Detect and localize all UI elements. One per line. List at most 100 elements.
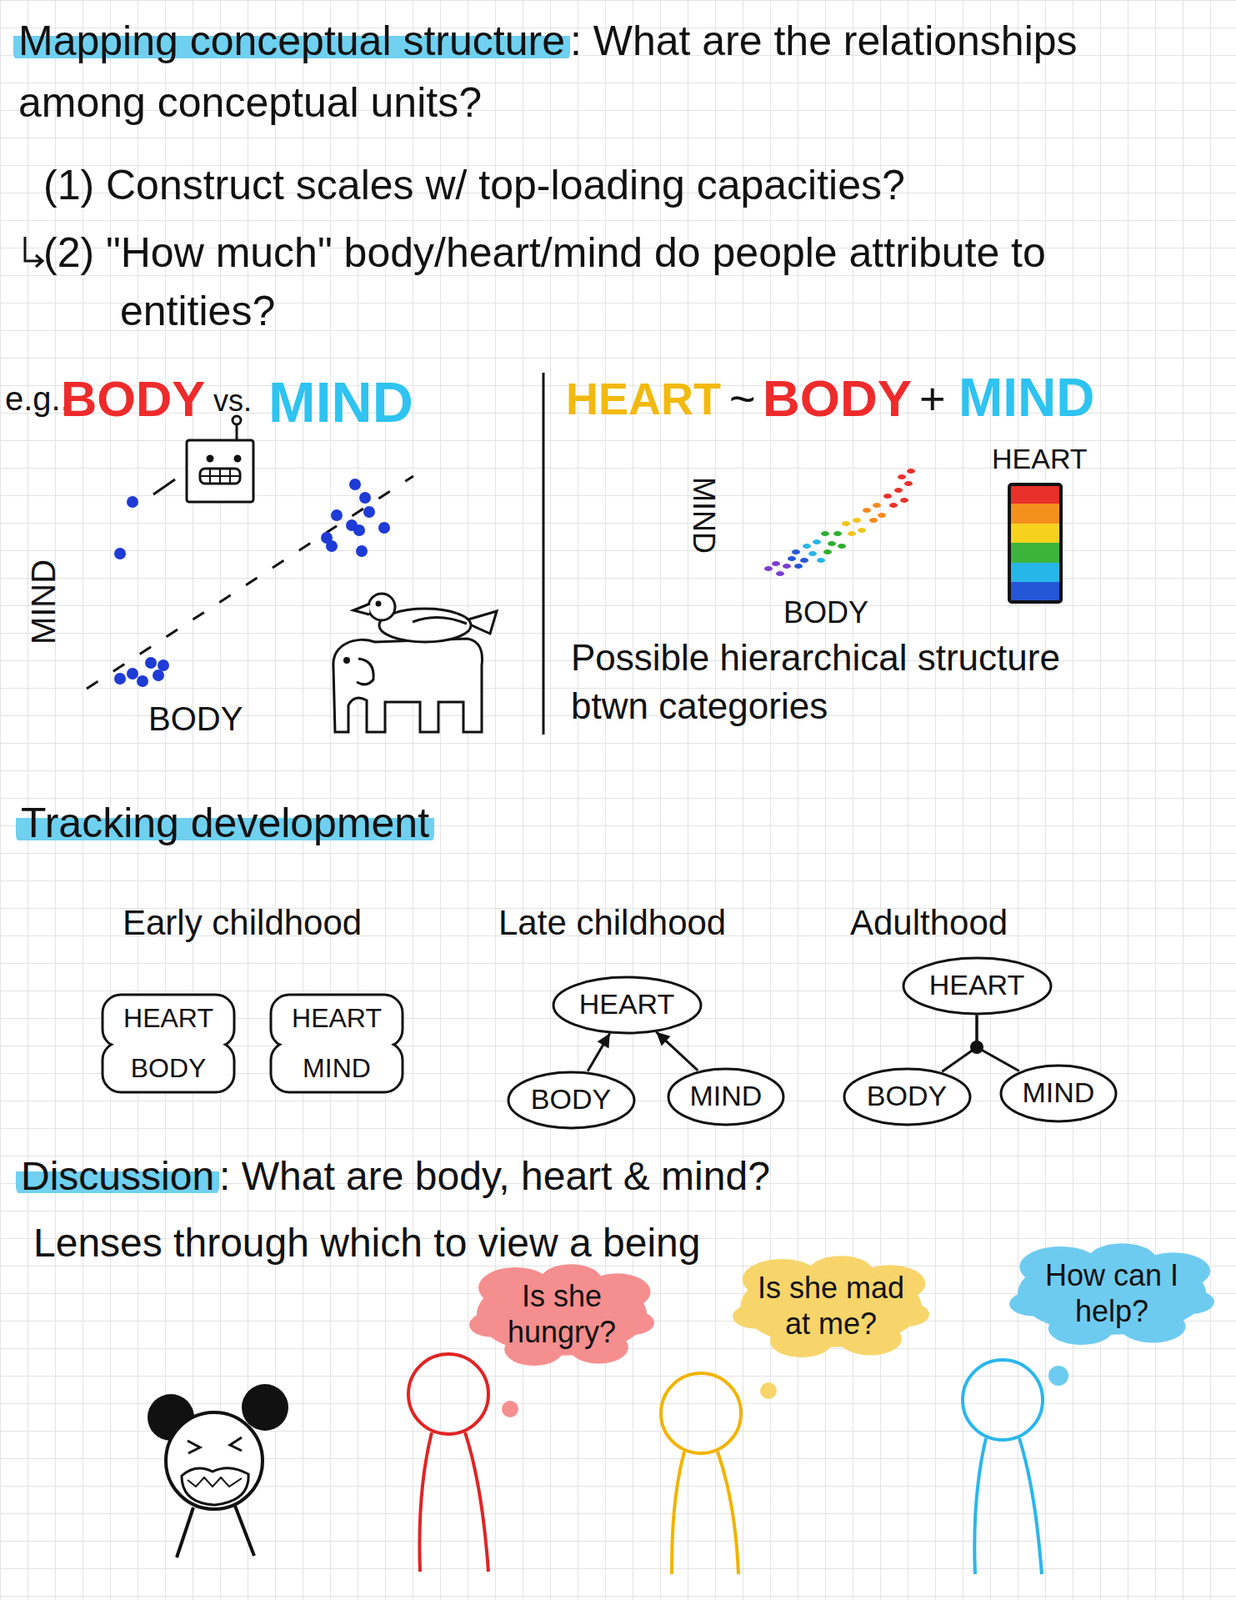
concept-bubble: HEART bbox=[901, 955, 1053, 1016]
cloud-puff bbox=[610, 1310, 655, 1336]
dot bbox=[363, 505, 376, 518]
node-text: MIND bbox=[1022, 1075, 1096, 1109]
label-text: (1) Construct scales w/ top-loading capa… bbox=[43, 161, 906, 209]
figure-head bbox=[408, 1353, 489, 1434]
dot bbox=[869, 517, 878, 523]
label-text: Late childhood bbox=[498, 902, 726, 942]
dot bbox=[353, 524, 366, 536]
dot bbox=[827, 540, 836, 546]
figure-head bbox=[962, 1359, 1043, 1440]
dots-green bbox=[820, 530, 846, 555]
connector-line bbox=[976, 1015, 1020, 1071]
dot bbox=[330, 509, 343, 521]
node-text: HEART bbox=[579, 987, 676, 1021]
divider-line bbox=[542, 372, 546, 735]
label-text: BODY bbox=[148, 700, 243, 737]
dot bbox=[325, 540, 338, 552]
dot bbox=[126, 495, 139, 508]
dot bbox=[126, 667, 139, 680]
dot bbox=[816, 557, 826, 563]
dot bbox=[782, 563, 791, 569]
node-text: BODY bbox=[866, 1079, 947, 1112]
concept-bubble: BODY bbox=[842, 1066, 972, 1126]
figure-body bbox=[419, 1431, 489, 1572]
elephant-body bbox=[333, 638, 483, 732]
label-text: HEART bbox=[991, 442, 1088, 475]
dot bbox=[906, 468, 916, 474]
dot bbox=[883, 493, 892, 499]
text-block: Lenses through which to view a being bbox=[33, 1216, 701, 1269]
child-mouth bbox=[181, 1467, 249, 1505]
child-eyes bbox=[187, 1436, 242, 1453]
dot bbox=[841, 520, 851, 526]
highlighted-heading: Discussion bbox=[15, 1153, 220, 1198]
node-outline bbox=[469, 1262, 655, 1366]
bar-band bbox=[1009, 523, 1061, 544]
dot bbox=[808, 550, 817, 556]
dot bbox=[823, 549, 832, 555]
label-text: MIND bbox=[25, 559, 62, 645]
dot bbox=[904, 480, 913, 486]
lobe-fill bbox=[104, 995, 233, 1046]
concept-bubble: HEART bbox=[551, 975, 703, 1035]
lobe-fill bbox=[272, 1042, 401, 1091]
text-block: (1) Construct scales w/ top-loading capa… bbox=[43, 158, 906, 213]
bubble-outline bbox=[508, 1071, 635, 1128]
bar-band bbox=[1009, 562, 1061, 583]
robot-icon bbox=[186, 415, 254, 502]
robot-teeth bbox=[200, 468, 241, 484]
lobe-outline bbox=[102, 1040, 235, 1092]
elephant-icon bbox=[333, 638, 483, 732]
node-text: BODY bbox=[530, 1082, 611, 1116]
crying-child bbox=[147, 1383, 289, 1557]
bar-band bbox=[1009, 542, 1061, 563]
dot bbox=[889, 502, 898, 508]
label-text: HEART bbox=[565, 373, 721, 424]
dots-red bbox=[883, 468, 916, 508]
dot bbox=[378, 521, 391, 534]
node-text: HEART bbox=[929, 968, 1026, 1001]
hair-bun bbox=[241, 1383, 289, 1431]
cloud-shape bbox=[732, 1255, 930, 1357]
robot-mouth bbox=[200, 468, 241, 484]
bird-beak bbox=[353, 603, 371, 615]
red-figure bbox=[408, 1353, 489, 1572]
dot bbox=[800, 557, 809, 563]
rainbow-scatter bbox=[764, 468, 916, 576]
label-text: BODY bbox=[60, 370, 206, 427]
connector-line bbox=[655, 1031, 698, 1071]
dot bbox=[852, 517, 861, 523]
node-text: How can I help? bbox=[1027, 1256, 1196, 1329]
robot-head bbox=[186, 440, 254, 502]
merged-concept-bubble: HEARTMIND bbox=[268, 991, 406, 1095]
lobe-fill bbox=[104, 1042, 233, 1091]
bird-icon bbox=[353, 593, 497, 642]
robot-antenna bbox=[235, 424, 239, 441]
dot bbox=[114, 547, 126, 560]
text-block: Adulthood bbox=[850, 900, 1008, 946]
bubble-outline bbox=[668, 1068, 784, 1125]
dot bbox=[145, 656, 157, 669]
bullet-arrow bbox=[25, 236, 43, 267]
heart-color-bar bbox=[1009, 484, 1061, 602]
merged-concept-bubble: HEARTBODY bbox=[100, 991, 237, 1095]
connector bbox=[587, 1033, 611, 1071]
node-text: Is she hungry? bbox=[487, 1277, 636, 1350]
dot bbox=[152, 669, 165, 681]
node-outline bbox=[1009, 1241, 1215, 1345]
bubble-outline bbox=[844, 1068, 971, 1125]
node-text: BODY bbox=[123, 1051, 214, 1084]
thought-dot bbox=[501, 1400, 519, 1417]
label-text: vs. bbox=[213, 383, 252, 418]
robot-eye bbox=[207, 455, 213, 461]
dots-purple bbox=[764, 560, 791, 576]
connector bbox=[655, 1031, 698, 1071]
node-outline bbox=[732, 1254, 930, 1357]
dash-mark bbox=[153, 479, 176, 495]
dot bbox=[794, 563, 803, 569]
node-text: MIND bbox=[690, 1079, 763, 1112]
text-block: HEART bbox=[991, 440, 1088, 477]
text-block: MIND bbox=[21, 559, 66, 645]
connector bbox=[976, 1015, 1020, 1071]
